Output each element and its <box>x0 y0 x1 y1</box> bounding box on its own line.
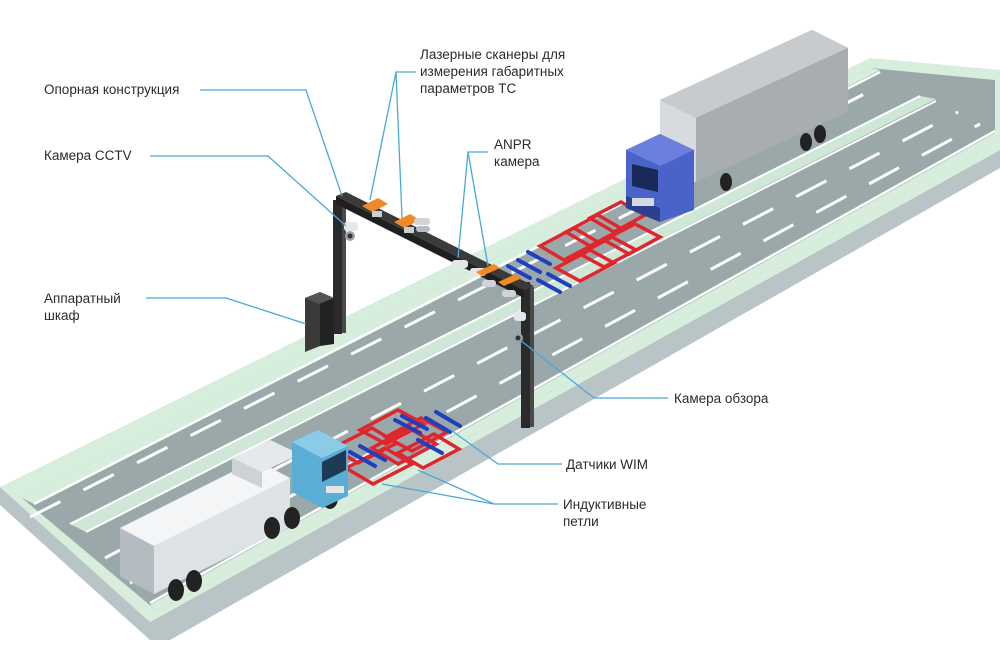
label-laser-scanners-line1: Лазерные сканеры для <box>420 47 566 62</box>
wim-sensors-far <box>506 250 572 294</box>
wim-sensors-near <box>348 410 462 468</box>
laser-scanners <box>362 198 430 233</box>
label-hardware-cabinet-line1: Аппаратный <box>44 291 121 306</box>
truck-near <box>120 430 348 601</box>
label-wim-sensors: Датчики WIM <box>566 457 649 472</box>
hardware-cabinet <box>305 292 334 352</box>
label-hardware-cabinet-line2: шкаф <box>44 308 80 323</box>
anpr-cameras <box>452 260 522 297</box>
label-support-structure: Опорная конструкция <box>44 82 180 97</box>
label-laser-scanners-line2: измерения габаритных <box>420 64 564 79</box>
truck-far <box>626 30 848 222</box>
label-inductive-loops-line2: петли <box>563 514 599 529</box>
leader-lines <box>146 71 668 505</box>
cctv-camera <box>344 222 358 241</box>
label-overview-camera: Камера обзора <box>674 391 769 406</box>
label-laser-scanners-line3: параметров ТС <box>420 81 517 96</box>
label-cctv-camera: Камера CCTV <box>44 148 132 163</box>
label-anpr-camera-line1: ANPR <box>494 137 532 152</box>
label-inductive-loops-line1: Индуктивные <box>563 497 647 512</box>
label-anpr-camera-line2: камера <box>494 154 540 169</box>
